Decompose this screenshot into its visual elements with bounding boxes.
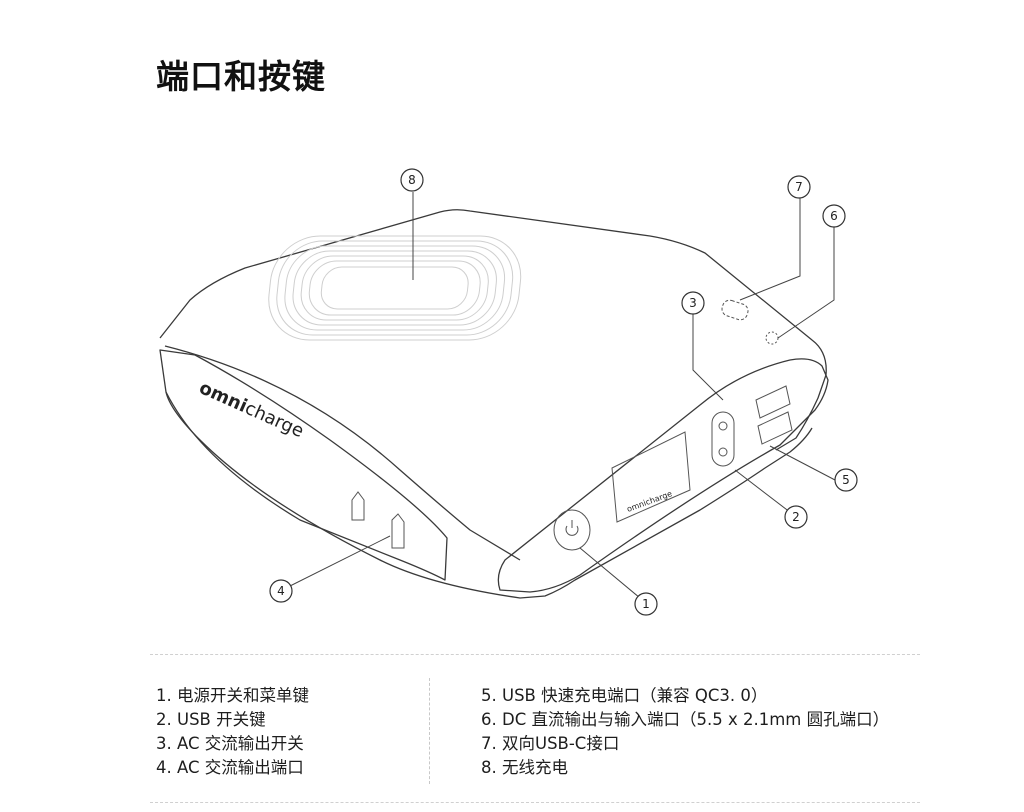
callout-1: 1	[634, 592, 658, 616]
power-icon	[565, 520, 579, 536]
legend-item: 4. AC 交流输出端口	[156, 758, 304, 777]
legend-item: 7. 双向USB-C接口	[481, 734, 620, 753]
callout-5: 5	[834, 468, 858, 492]
front-panel	[497, 358, 829, 593]
legend-item: 8. 无线充电	[481, 758, 568, 777]
screen-brand: omnicharge	[626, 489, 674, 514]
leader-lines	[279, 192, 836, 604]
callout-7: 7	[787, 175, 811, 199]
svg-text:4: 4	[277, 584, 285, 598]
power-bank-diagram: omnicharge omnicharge 8 7 6 3 5 2 1 4	[159, 168, 858, 616]
svg-text:8: 8	[408, 173, 416, 187]
svg-text:3: 3	[689, 296, 697, 310]
callout-3: 3	[681, 291, 705, 315]
svg-text:7: 7	[795, 180, 803, 194]
callout-4: 4	[269, 579, 293, 603]
device-bottom-outline	[165, 391, 813, 599]
legend-item: 6. DC 直流输出与输入端口（5.5 x 2.1mm 圆孔端口）	[481, 710, 890, 729]
legend-right-column: 5. USB 快速充电端口（兼容 QC3. 0） 6. DC 直流输出与输入端口…	[481, 684, 889, 780]
legend-item: 3. AC 交流输出开关	[156, 734, 304, 753]
legend-item: 1. 电源开关和菜单键	[156, 686, 309, 705]
svg-text:5: 5	[842, 473, 850, 487]
ac-switch-button[interactable]	[711, 411, 735, 467]
top-face-edge	[164, 345, 521, 561]
power-button[interactable]	[553, 509, 591, 551]
legend-top-divider	[150, 654, 920, 655]
ac-switch-dot	[718, 421, 728, 431]
legend-column-divider	[429, 678, 430, 784]
device-body-outline	[159, 209, 827, 451]
legend-item: 2. USB 开关键	[156, 710, 266, 729]
usb-port-1[interactable]	[755, 385, 791, 419]
svg-text:6: 6	[830, 209, 838, 223]
callout-6: 6	[822, 204, 846, 228]
ac-outlet-icon	[351, 491, 365, 521]
callout-2: 2	[784, 505, 808, 529]
dc-port[interactable]	[765, 331, 779, 345]
usb-port-2[interactable]	[757, 411, 793, 445]
brand-bold: omni	[196, 377, 250, 417]
legend-item: 5. USB 快速充电端口（兼容 QC3. 0）	[481, 686, 768, 705]
legend-left-column: 1. 电源开关和菜单键 2. USB 开关键 3. AC 交流输出开关 4. A…	[156, 684, 309, 780]
ac-outlet-icon-2	[391, 513, 405, 549]
left-side-panel	[159, 349, 448, 581]
usb-c-port[interactable]	[720, 298, 750, 321]
callout-8: 8	[400, 168, 424, 192]
usb-switch-dot	[718, 447, 728, 457]
svg-text:2: 2	[792, 510, 800, 524]
wireless-coil	[268, 235, 522, 341]
display-screen	[611, 431, 691, 523]
svg-text:1: 1	[642, 597, 650, 611]
legend-bottom-divider	[150, 802, 920, 803]
brand-light: charge	[242, 398, 307, 442]
page-title: 端口和按键	[156, 57, 326, 96]
